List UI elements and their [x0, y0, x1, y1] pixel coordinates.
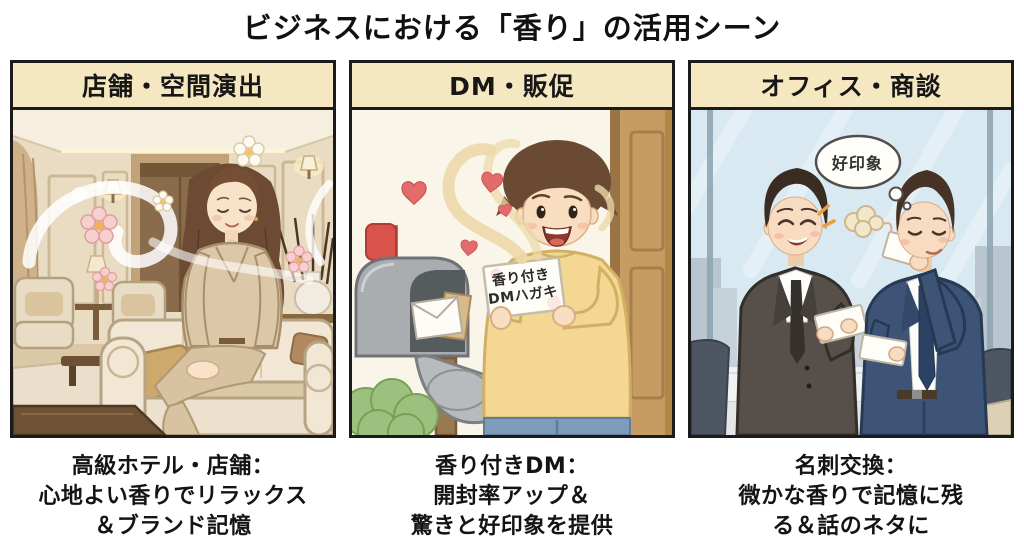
caption-store-space: 高級ホテル・店舗： 心地よい香りでリラックス ＆ブランド記憶 [10, 452, 336, 542]
caption-dm-promo: 香り付きDM： 開封率アップ＆ 驚きと好印象を提供 [349, 452, 675, 542]
businessman-left [735, 168, 869, 435]
caption-line: ＆ブランド記憶 [94, 514, 252, 539]
window-reflections [691, 110, 1011, 298]
businessman-right [858, 170, 989, 435]
panel-office-meeting: オフィス・商談 [688, 60, 1014, 438]
hotel-lobby-illustration [13, 110, 333, 435]
mailbox-illustration [352, 110, 672, 435]
panel-dm-promo: DM・販促 [349, 60, 675, 438]
coffee-table [13, 404, 167, 435]
caption-line: 香り付きDM： [435, 454, 589, 479]
caption-line: 驚きと好印象を提供 [410, 514, 614, 539]
panel-row: 店舗・空間演出 [10, 60, 1014, 438]
thought-bubble [814, 134, 912, 211]
bush [352, 378, 439, 435]
panel-dm-promo-header: DM・販促 [352, 63, 672, 110]
relaxing-woman [153, 163, 285, 435]
heart-icon [401, 171, 512, 257]
panel-store-space-header: 店舗・空間演出 [13, 63, 333, 110]
panel-office-meeting-art: 好印象 [691, 110, 1011, 435]
wall-sconce-icon [294, 155, 324, 179]
scented-dm-card [482, 256, 566, 320]
caption-line: 微かな香りで記憶に残 [738, 484, 964, 509]
office-chair [691, 339, 731, 435]
sparkle-icon [817, 204, 836, 228]
panel-office-meeting-header: オフィス・商談 [691, 63, 1011, 110]
caption-line: る＆話のネタに [772, 514, 930, 539]
panel-store-space: 店舗・空間演出 [10, 60, 336, 438]
envelope-icon [410, 295, 464, 341]
caption-line: 心地よい香りでリラックス [38, 484, 308, 509]
caption-line: 名刺交換： [794, 454, 908, 479]
flower-icon [80, 135, 313, 292]
happy-man [482, 140, 632, 435]
business-card-exchange-illustration [691, 110, 1011, 435]
thought-bubble-text: 好印象 [831, 154, 883, 173]
caption-office-meeting: 名刺交換： 微かな香りで記憶に残 る＆話のネタに [688, 452, 1014, 542]
mailbox [354, 223, 507, 435]
scent-puff-icon [844, 205, 893, 238]
caption-line: 高級ホテル・店舗： [71, 454, 275, 479]
caption-row: 高級ホテル・店舗： 心地よい香りでリラックス ＆ブランド記憶 香り付きDM： 開… [10, 452, 1014, 542]
page-title: ビジネスにおける「香り」の活用シーン [242, 11, 782, 45]
panel-store-space-art [13, 110, 333, 435]
caption-line: 開封率アップ＆ [433, 484, 591, 509]
